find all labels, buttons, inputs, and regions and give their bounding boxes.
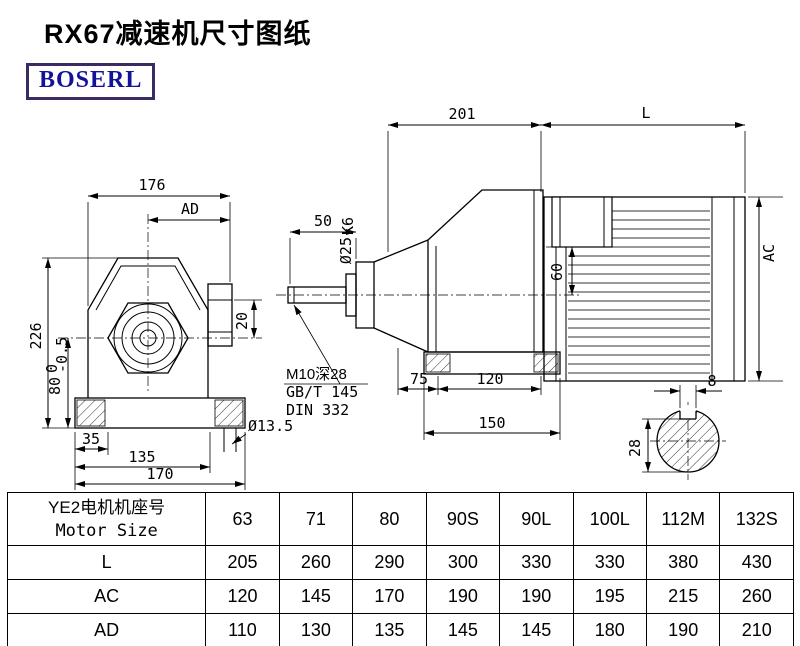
motor-size-table: YE2电机机座号 Motor Size 63 71 80 90S 90L 100…	[6, 492, 794, 646]
dim-20-label: 20	[233, 312, 251, 330]
dim-28-label: 28	[626, 439, 644, 457]
dim-75-label: 75	[410, 370, 428, 388]
value-cell: 330	[499, 545, 574, 580]
brand-logo-text: BOSERL	[39, 67, 143, 93]
brand-logo: BOSERL	[26, 63, 156, 100]
value-cell: 145	[499, 613, 574, 646]
row-label: L	[6, 545, 207, 580]
value-cell: 260	[278, 545, 354, 580]
foot-section-hatch	[425, 353, 451, 373]
value-cell: 145	[425, 613, 501, 646]
value-cell: 130	[278, 613, 354, 646]
motor-body	[543, 196, 746, 382]
dimension-drawing: 176 AD 226 80 0 -0.5 35	[27, 104, 783, 490]
motor-size-header-cell: YE2电机机座号 Motor Size	[6, 492, 207, 546]
foot-section-hatch	[76, 399, 106, 427]
value-cell: 110	[205, 613, 280, 646]
row-label: AC	[6, 579, 207, 614]
gear-housing	[427, 189, 544, 353]
header-en: Motor Size	[55, 520, 158, 541]
foot-section-hatch	[533, 353, 559, 373]
page-title: RX67减速机尺寸图纸	[44, 19, 312, 49]
size-cell: 100L	[572, 492, 647, 546]
dim-ac-label: AC	[760, 244, 778, 262]
foot-section-hatch	[214, 399, 244, 427]
value-cell: 330	[572, 545, 647, 580]
dim-120-label: 120	[476, 370, 503, 388]
size-cell: 63	[205, 492, 280, 546]
value-cell: 190	[645, 613, 721, 646]
value-cell: 120	[205, 579, 280, 614]
value-cell: 195	[572, 579, 647, 614]
table-row-ac: AC 120 145 170 190 190 195 215 260	[6, 579, 794, 614]
value-cell: 135	[352, 613, 427, 646]
dim-ad-label: AD	[181, 200, 199, 218]
header-cn: YE2电机机座号	[48, 498, 166, 518]
shaft-fit-label: K6	[339, 217, 357, 235]
value-cell: 170	[352, 579, 427, 614]
front-view: 176 AD 226 80 0 -0.5 35	[27, 176, 293, 490]
row-label: AD	[6, 613, 207, 646]
size-cell: 112M	[645, 492, 721, 546]
dim-80-tol-lower: -0.5	[53, 337, 71, 373]
size-cell: 90S	[425, 492, 501, 546]
standard-note-2: DIN 332	[286, 401, 349, 419]
side-view: 201 L 50 Ø25 K6 60 AC	[276, 104, 783, 440]
mounting-foot	[423, 351, 561, 375]
dim-135-label: 135	[128, 448, 155, 466]
dim-8-label: 8	[707, 372, 716, 390]
table-row-l: L 205 260 290 300 330 330 380 430	[6, 545, 794, 580]
shaft-section-view: 8 28	[626, 372, 726, 480]
terminal-box	[551, 196, 613, 248]
dim-foot-hole-label: Ø13.5	[248, 417, 293, 435]
value-cell: 180	[572, 613, 647, 646]
dim-60-label: 60	[548, 263, 566, 281]
value-cell: 145	[278, 579, 354, 614]
size-cell: 71	[278, 492, 354, 546]
dim-l-label: L	[641, 104, 650, 122]
value-cell: 205	[205, 545, 280, 580]
dim-226-label: 226	[27, 322, 45, 349]
value-cell: 210	[719, 613, 794, 646]
value-cell: 290	[352, 545, 427, 580]
dim-50-label: 50	[314, 212, 332, 230]
dim-80-tol-upper: 0	[43, 364, 61, 373]
dim-80-label: 80	[46, 377, 64, 395]
dim-176-label: 176	[138, 176, 165, 194]
value-cell: 430	[719, 545, 794, 580]
table-header-row: YE2电机机座号 Motor Size 63 71 80 90S 90L 100…	[6, 492, 794, 546]
value-cell: 300	[425, 545, 501, 580]
size-cell: 132S	[719, 492, 794, 546]
dim-35-label: 35	[82, 430, 100, 448]
size-cell: 90L	[499, 492, 574, 546]
dim-170-label: 170	[146, 465, 173, 483]
value-cell: 260	[719, 579, 794, 614]
value-cell: 215	[645, 579, 721, 614]
dim-201-label: 201	[448, 105, 475, 123]
value-cell: 190	[425, 579, 501, 614]
shaft-diameter-label: Ø25	[337, 237, 355, 264]
table-row-ad: AD 110 130 135 145 145 180 190 210	[6, 613, 794, 646]
side-boss	[207, 283, 233, 347]
value-cell: 190	[499, 579, 574, 614]
value-cell: 380	[645, 545, 721, 580]
dim-150-label: 150	[478, 414, 505, 432]
standard-note-1: GB/T 145	[286, 383, 358, 401]
size-cell: 80	[352, 492, 427, 546]
